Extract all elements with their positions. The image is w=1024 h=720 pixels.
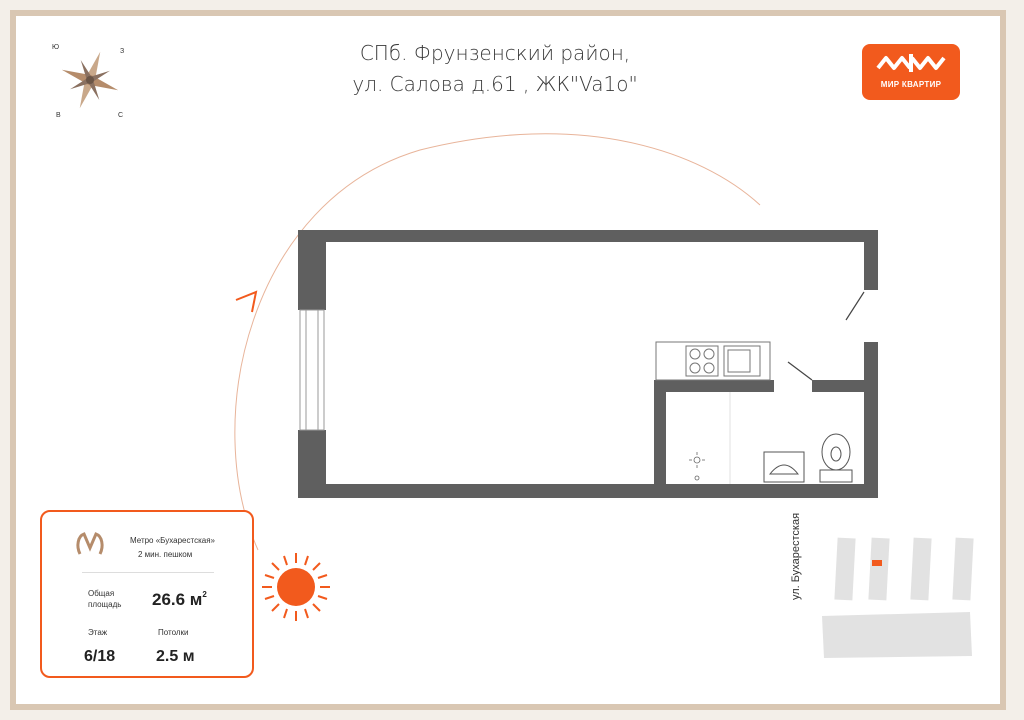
compass-w: В: [56, 112, 61, 119]
street-label: ул. Бухарестская: [790, 512, 802, 600]
logo-mark-icon: [876, 54, 946, 72]
entrance-door: [845, 291, 865, 321]
compass-rose: Ю З В С: [40, 40, 130, 125]
address-line-2: ул. Салова д.61 , ЖК"Va1o": [352, 72, 638, 96]
light-icon: [689, 452, 705, 481]
address-title: СПб. Фрунзенский район, ул. Салова д.61 …: [330, 38, 660, 100]
area-unit-sup: 2: [202, 590, 207, 599]
floor-label: Этаж: [88, 628, 108, 637]
logo-text: МИР КВАРТИР: [880, 80, 942, 89]
building-marker: [872, 560, 882, 566]
sun-icon: [262, 553, 330, 621]
brand-logo[interactable]: МИР КВАРТИР: [862, 44, 960, 100]
walls: [298, 230, 878, 498]
divider: [82, 572, 214, 573]
floor-value: 6/18: [84, 648, 116, 665]
area-label: Общая площадь: [88, 588, 148, 610]
direction-arrow-icon: [235, 290, 258, 313]
area-number: 26.6 м: [152, 590, 203, 609]
toilet: [819, 433, 853, 483]
compass-icon: [61, 51, 119, 109]
window: [299, 309, 325, 431]
metro-icon: [76, 532, 104, 555]
kitchen-counter: [655, 341, 771, 381]
info-card: Метро «Бухарестская» 2 мин. пешком Общая…: [40, 510, 254, 678]
compass-n: Ю: [52, 44, 60, 51]
area-label-line-1: Общая: [88, 589, 115, 598]
bathroom-sink: [763, 451, 805, 483]
sun-path-arc: [234, 133, 761, 551]
metro-name: Метро «Бухарестская»: [130, 536, 215, 545]
ceiling-label: Потолки: [158, 628, 189, 637]
ceiling-value: 2.5 м: [156, 648, 195, 665]
metro-walk-time: 2 мин. пешком: [138, 550, 193, 559]
address-line-1: СПб. Фрунзенский район,: [359, 41, 631, 65]
area-value: 26.6 м2: [152, 590, 207, 610]
area-label-line-2: площадь: [88, 600, 122, 609]
compass-s: С: [118, 112, 124, 119]
bathroom-door: [787, 361, 813, 381]
compass-e: З: [120, 48, 125, 55]
